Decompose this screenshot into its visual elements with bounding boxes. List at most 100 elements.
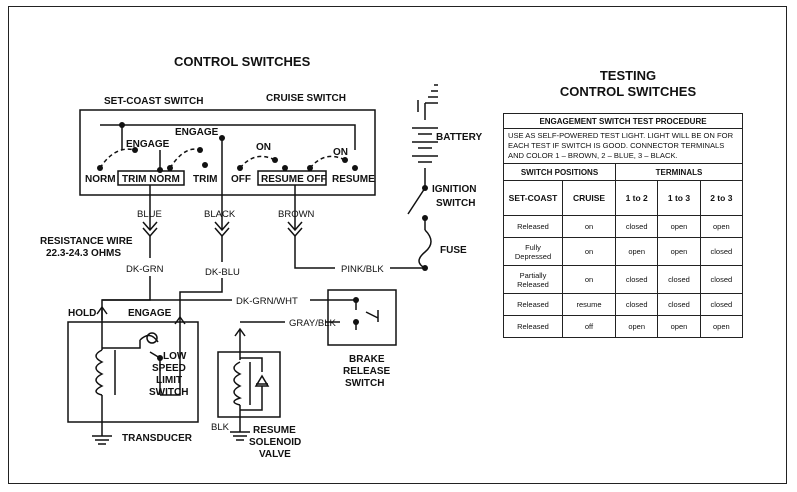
- battery-label: BATTERY: [436, 132, 482, 143]
- table-row: Partially Released on closed closed clos…: [503, 265, 744, 294]
- wire-dk-grn-wht-label: DK-GRN/WHT: [236, 296, 298, 307]
- cell-cruise: on: [562, 265, 616, 294]
- resistance-wire-label-2: 22.3-24.3 OHMS: [46, 248, 121, 259]
- cell-set-coast: Released: [503, 293, 563, 316]
- battery-plates: [412, 127, 438, 163]
- blk-label: BLK: [211, 422, 230, 433]
- low-speed-label-1: LOW: [163, 351, 187, 362]
- trim-contact: [169, 148, 201, 169]
- testing-subtitle: CONTROL SWITCHES: [560, 84, 697, 99]
- transducer-ground: [92, 430, 112, 445]
- engage-left-label: ENGAGE: [126, 139, 170, 150]
- col-1-to-2: 1 to 2: [614, 180, 659, 216]
- wire-dk-grn-label: DK-GRN: [126, 264, 164, 275]
- cruise-on-contact: [239, 155, 276, 169]
- cell-1-to-2: open: [614, 315, 659, 338]
- norm-label: NORM: [85, 174, 116, 185]
- engage-contact: [99, 148, 136, 169]
- cell-2-to-3: closed: [699, 237, 744, 266]
- cell-1-to-3: open: [657, 237, 701, 266]
- wire-brown-label: BROWN: [278, 209, 315, 220]
- cell-2-to-3: open: [699, 315, 744, 338]
- cell-1-to-3: closed: [657, 293, 701, 316]
- cell-set-coast: Fully Depressed: [503, 237, 563, 266]
- resume-solenoid-label-3: VALVE: [259, 449, 291, 460]
- resume-contact: [309, 155, 346, 169]
- fuse-symbol: [418, 229, 432, 269]
- low-speed-label-2: SPEED: [152, 363, 186, 374]
- cell-1-to-2: open: [614, 237, 659, 266]
- table-row: Released resume closed closed closed: [503, 293, 744, 316]
- col-set-coast: SET-COAST: [503, 180, 563, 216]
- low-speed-label-4: SWITCH: [149, 387, 188, 398]
- solenoid-coil: [233, 361, 242, 406]
- trim-norm-box: [117, 170, 185, 186]
- cell-set-coast: Released: [503, 215, 563, 238]
- trim-norm-label: TRIM NORM: [122, 174, 180, 185]
- engage-line: [160, 318, 181, 396]
- engage-bus: [100, 124, 356, 150]
- table-row: Fully Depressed on open open closed: [503, 237, 744, 266]
- table-row: Released on closed open open: [503, 215, 744, 238]
- engagement-test-table: ENGAGEMENT SWITCH TEST PROCEDURE USE AS …: [503, 113, 744, 338]
- control-switch-enclosure: [79, 109, 376, 196]
- set-coast-switch-label: SET-COAST SWITCH: [104, 96, 203, 107]
- on-right-label: ON: [333, 147, 348, 158]
- ignition-switch-blade: [407, 187, 426, 230]
- switch-positions-header: SWITCH POSITIONS: [503, 163, 616, 181]
- table-description: USE AS SELF-POWERED TEST LIGHT. LIGHT WI…: [503, 128, 743, 164]
- brake-label-2: RELEASE: [343, 366, 391, 377]
- cell-1-to-2: closed: [614, 265, 659, 294]
- resistance-wire-label-1: RESISTANCE WIRE: [40, 236, 133, 247]
- pink-blk-line: [294, 236, 425, 269]
- cell-set-coast: Partially Released: [503, 265, 563, 294]
- cell-1-to-3: open: [657, 315, 701, 338]
- wire-gray-blk-label: GRAY/BLK: [289, 318, 336, 329]
- col-cruise: CRUISE: [562, 180, 616, 216]
- engage-top-label: ENGAGE: [175, 127, 219, 138]
- resume-solenoid-box: [217, 351, 281, 418]
- cell-set-coast: Released: [503, 315, 563, 338]
- brake-label-1: BRAKE: [349, 354, 385, 365]
- cell-1-to-2: closed: [614, 293, 659, 316]
- cell-1-to-3: closed: [657, 265, 701, 294]
- cruise-switch-label: CRUISE SWITCH: [266, 93, 346, 104]
- ignition-label-2: SWITCH: [436, 198, 475, 209]
- transducer-box: [67, 321, 199, 423]
- transducer-label: TRANSDUCER: [122, 433, 193, 444]
- cell-1-to-2: closed: [614, 215, 659, 238]
- cell-2-to-3: open: [699, 215, 744, 238]
- col-1-to-3: 1 to 3: [657, 180, 701, 216]
- cell-1-to-3: open: [657, 215, 701, 238]
- on-mid-label: ON: [256, 142, 271, 153]
- brake-switch-box: [327, 289, 397, 346]
- resume-solenoid-label-2: SOLENOID: [249, 437, 301, 448]
- wire-pink-blk-label: PINK/BLK: [341, 264, 384, 275]
- solenoid-ground: [230, 425, 250, 441]
- off-label: OFF: [231, 174, 251, 185]
- resume-off-label: RESUME OFF: [261, 174, 327, 185]
- battery-ground: [417, 84, 438, 112]
- engage-transducer-label: ENGAGE: [128, 308, 172, 319]
- trim-label: TRIM: [193, 174, 217, 185]
- wire-black-label: BLACK: [204, 209, 236, 220]
- resume-off-box: [257, 170, 327, 186]
- cell-cruise: off: [562, 315, 616, 338]
- dk-blu-line: [179, 236, 223, 318]
- table-title: ENGAGEMENT SWITCH TEST PROCEDURE: [503, 113, 743, 129]
- wire-blue-label: BLUE: [137, 209, 162, 220]
- table-row: Released off open open open: [503, 315, 744, 338]
- wire-dk-blu-label: DK-BLU: [205, 267, 240, 278]
- cell-2-to-3: closed: [699, 265, 744, 294]
- cell-cruise: on: [562, 215, 616, 238]
- ignition-label-1: IGNITION: [432, 184, 476, 195]
- col-2-to-3: 2 to 3: [699, 180, 744, 216]
- cell-cruise: on: [562, 237, 616, 266]
- fuse-label: FUSE: [440, 245, 467, 256]
- diagram-frame: [8, 6, 787, 484]
- hold-label: HOLD: [68, 308, 96, 319]
- transducer-coil: [95, 349, 104, 396]
- low-speed-label-3: LIMIT: [156, 375, 182, 386]
- resume-label: RESUME: [332, 174, 375, 185]
